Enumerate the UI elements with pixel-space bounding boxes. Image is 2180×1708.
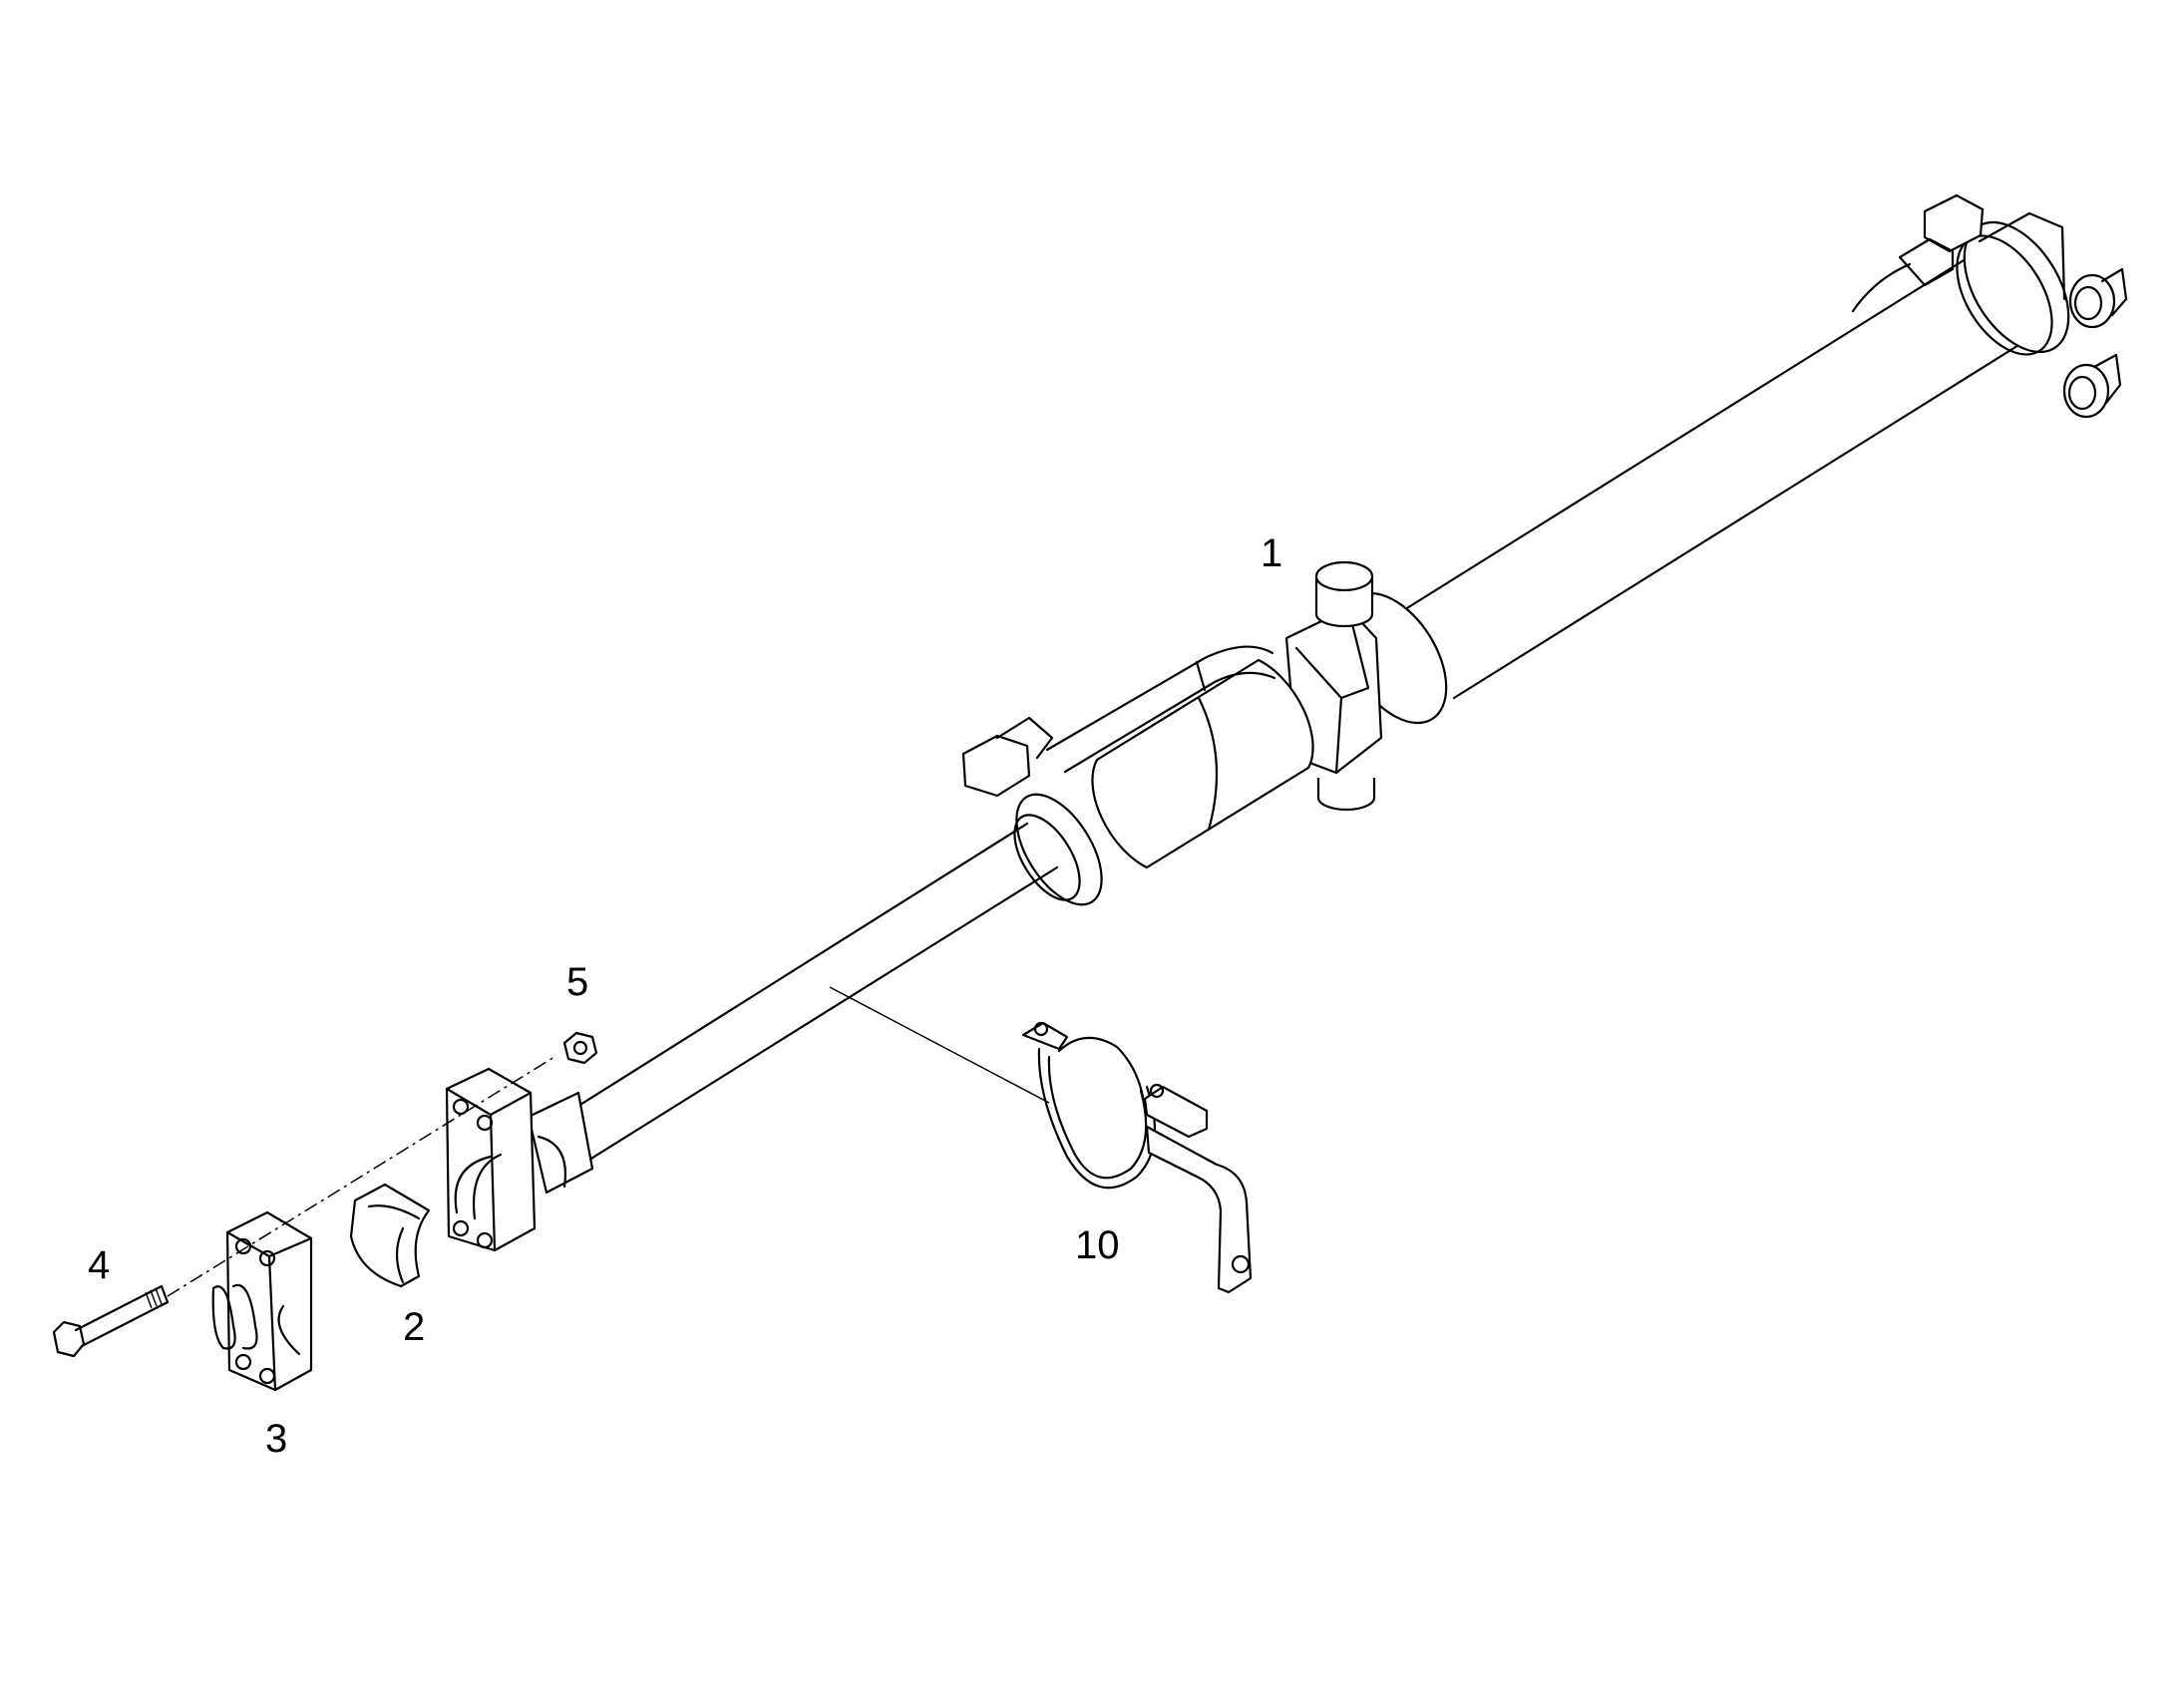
mounting-bracket <box>1021 1021 1253 1294</box>
trunnion-pin <box>1314 560 1376 812</box>
bushing-half <box>349 1183 431 1288</box>
callout-part-5: 5 <box>566 960 588 1004</box>
callout-part-4: 4 <box>88 1243 110 1287</box>
hydraulic-cylinder <box>527 193 2128 1195</box>
callout-part-3: 3 <box>265 1417 287 1461</box>
clamp-half-front <box>211 1210 313 1392</box>
hydraulic-port-lower <box>2062 353 2122 419</box>
assembly-centerline <box>167 1056 555 1297</box>
callout-part-10: 10 <box>1075 1223 1120 1267</box>
clamp-half-rear <box>445 1067 537 1252</box>
hex-bolt <box>52 1284 170 1358</box>
callout-part-1: 1 <box>1261 531 1282 575</box>
leader-line-part-10 <box>829 986 1050 1104</box>
callout-part-2: 2 <box>403 1305 425 1349</box>
hydraulic-port-upper <box>2068 267 2128 329</box>
hex-nut <box>562 1031 598 1065</box>
